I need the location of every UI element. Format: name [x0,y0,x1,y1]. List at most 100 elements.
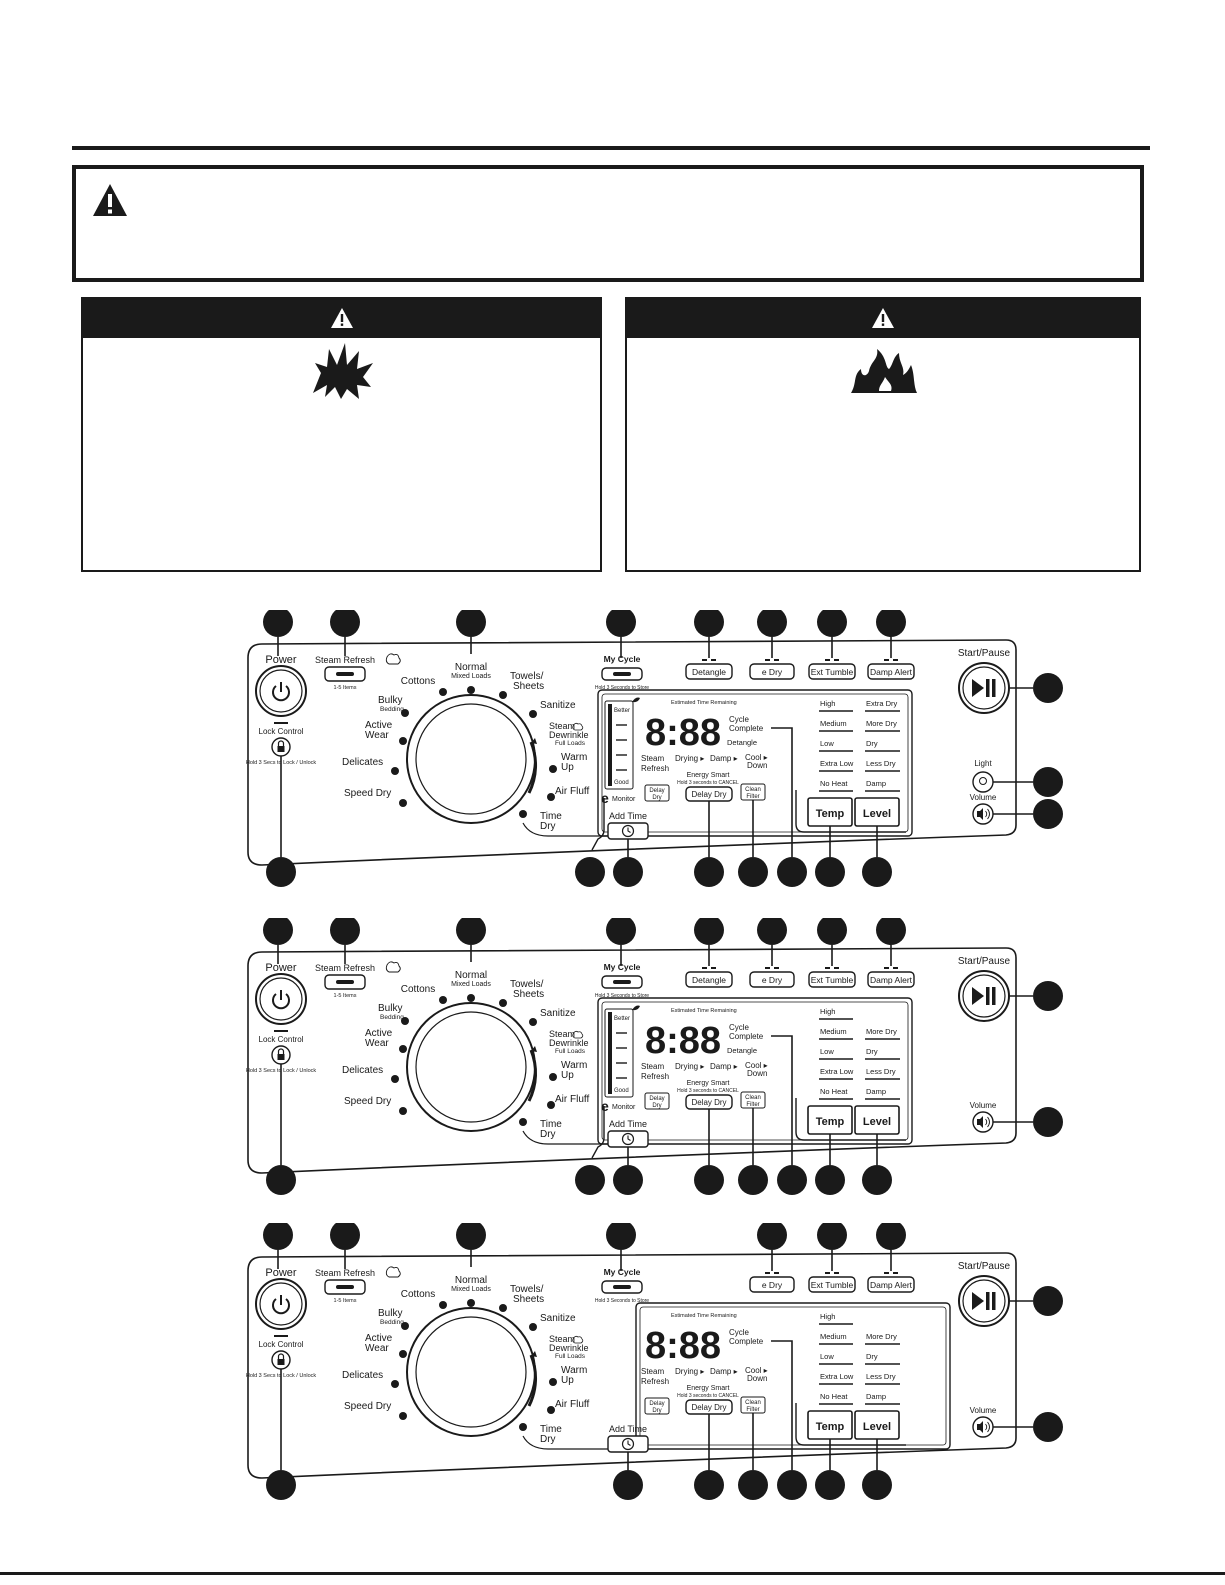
my-cycle-led [613,1285,631,1289]
temp-option-label: Extra Low [820,1372,854,1381]
temp-option-label: No Heat [820,1087,848,1096]
cycle-time-label: Time [540,1424,562,1435]
temp-option-label: Extra Low [820,1067,854,1076]
cycle-speed-dry-label: Speed Dry [344,788,391,799]
cycle-bulky-sub: Bedding [380,706,404,713]
speaker-icon [977,1421,983,1433]
cycle-warm-label: Warm [561,1365,587,1376]
leader-line [771,1340,793,1470]
time-dry-bracket [522,822,608,837]
add-time-label: Add Time [609,811,647,821]
time-remaining-display: 8:88 [645,1020,721,1062]
edry-button-label: e Dry [762,1280,783,1290]
ext-tumble-button[interactable] [808,971,856,988]
callout-edry [757,610,787,637]
callout-add-time [613,1470,643,1500]
emonitor-better-label: Better [614,708,630,714]
damp-alert-button[interactable] [867,1276,915,1293]
damp-alert-button[interactable] [867,971,915,988]
callout-cycle-complete [777,1470,807,1500]
cycle-position-dot [499,1304,507,1312]
complete-label: Complete [729,1032,764,1041]
temp-option-label: Medium [820,1332,847,1341]
callout-volume [1033,1107,1063,1137]
cycle-sanitize-label: Sanitize [540,1008,576,1019]
callout-ext-tumble [817,918,847,945]
callout-volume [1033,1412,1063,1442]
dryness-option-label: More Dry [866,1027,897,1036]
temp-option-label: No Heat [820,779,848,788]
cycle-sanitize-label: Sanitize [540,1313,576,1324]
dry-indicator-label: Dry [652,1103,661,1109]
cycle-selector-dial[interactable] [406,1307,536,1437]
clock-icon [627,827,631,833]
fire-warning-box [625,297,1141,572]
dryness-option-label: Damp [866,1392,886,1401]
cycle-selector-dial[interactable] [406,694,536,824]
callout-start-pause [1033,981,1063,1011]
clock-icon [627,1440,631,1446]
damp-status-label: Damp ▸ [710,1367,738,1376]
lock-icon [277,1359,285,1365]
cycle-position-dot [549,1378,557,1386]
play-pause-icon [972,987,984,1005]
cycle-bulky-label: Bulky [378,1003,402,1014]
cycle-label: Cycle [729,1328,750,1337]
cycle-dewrinkle-sub: Full Loads [555,1353,586,1360]
steam-refresh-label: Steam Refresh [315,963,375,973]
callout-damp-alert [876,610,906,637]
cycle-active-label: Active [365,720,393,731]
ext-tumble-button-label: Ext Tumble [811,975,854,985]
energy-smart-label: Energy Smart [687,1080,730,1087]
cycle-position-dot [401,1322,409,1330]
dial-inner-ring [415,1316,527,1428]
start-pause-label: Start/Pause [958,956,1011,967]
level-button-label: Level [863,808,891,820]
callout-lock-control [266,1470,296,1500]
cycle-steam-label: Steam [549,1029,575,1039]
drying-status-label: Drying ▸ [675,1367,704,1376]
volume-label: Volume [970,1101,997,1110]
edry-button[interactable] [749,1276,795,1293]
leader-line [771,1035,793,1165]
callout-lock-control [266,857,296,887]
dryness-option-label: Less Dry [866,1067,896,1076]
my-cycle-hint: Hold 3 Seconds to Store [595,685,649,691]
light-button[interactable] [972,771,994,793]
detangle-button[interactable] [685,971,733,988]
edry-button-label: e Dry [762,667,783,677]
cycle-position-dot [439,688,447,696]
lock-icon [277,1048,285,1054]
detangle-status-label: Detangle [727,738,757,747]
dial-steam-arc [527,1354,538,1407]
callout-cycle-complete [777,1165,807,1195]
edry-button[interactable] [749,971,795,988]
cycle-delicates-label: Delicates [342,757,383,768]
damp-alert-button[interactable] [867,663,915,680]
play-pause-icon [986,679,990,697]
cycle-position-dot [401,1017,409,1025]
warning-triangle-icon [872,308,894,328]
refresh-status-label: Refresh [641,1377,669,1386]
callout-add-time [613,857,643,887]
my-cycle-label: My Cycle [604,1267,641,1277]
leaf-icon [632,697,640,703]
safety-notice-box [72,165,1144,282]
cycle-position-dot [399,1107,407,1115]
cycle-position-dot [399,1350,407,1358]
temp-option-label: High [820,1312,835,1321]
delay-indicator-label: Delay [649,788,664,794]
lock-icon [277,1353,285,1359]
cycle-selector-dial[interactable] [406,1002,536,1132]
cycle-position-dot [467,994,475,1002]
detangle-button[interactable] [685,663,733,680]
ext-tumble-button[interactable] [808,1276,856,1293]
edry-button[interactable] [749,663,795,680]
steam-icon [572,722,584,731]
cycle-position-dot [401,709,409,717]
cycle-position-dot [519,1423,527,1431]
ext-tumble-button[interactable] [808,663,856,680]
cycle-position-dot [399,737,407,745]
temp-option-label: Extra Low [820,759,854,768]
start-pause-ring [962,974,1006,1018]
